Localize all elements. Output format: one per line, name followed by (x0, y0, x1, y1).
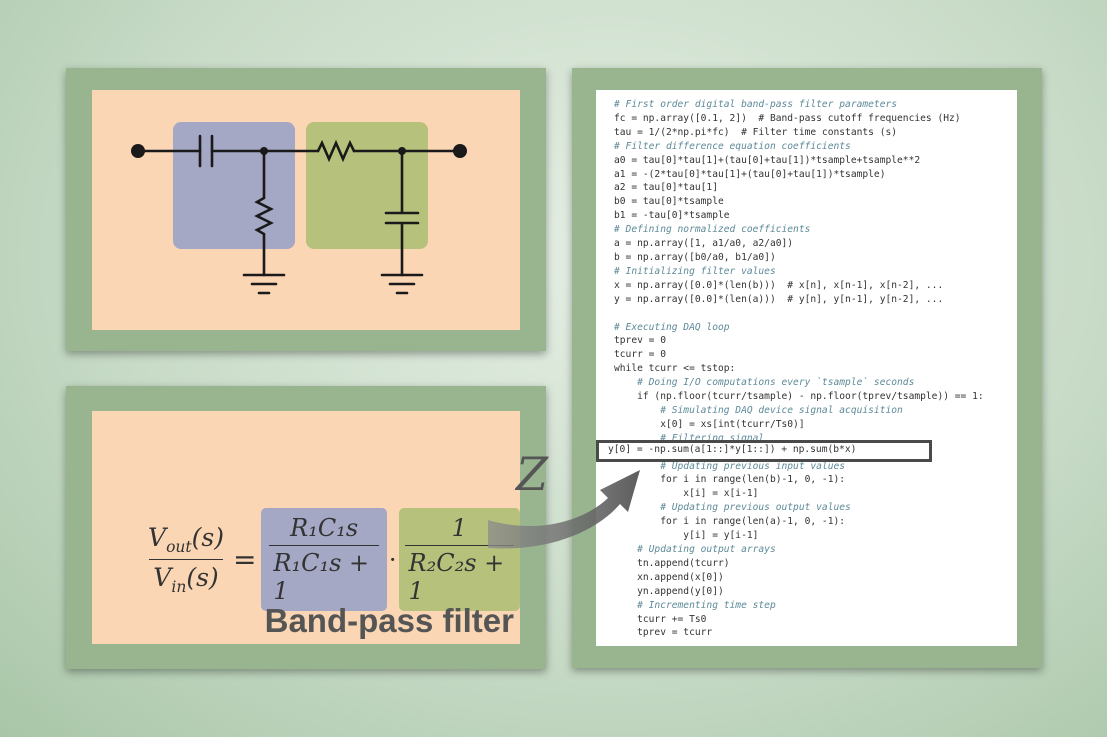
transfer-function: Vout(s) Vin(s) = R₁C₁s R₁C₁s + 1 · 1 R₂C… (144, 508, 520, 611)
highlight-box (596, 440, 932, 462)
code-line: # Simulating DAQ device signal acquisiti… (614, 404, 903, 416)
code-line: # Doing I/O computations every `tsample`… (614, 377, 915, 389)
shunt-resistor (254, 149, 274, 277)
circuit-frame (66, 68, 546, 351)
circuit-panel (92, 90, 520, 330)
junction-node-right (398, 147, 406, 155)
highpass-term: R₁C₁s R₁C₁s + 1 (261, 508, 387, 611)
code-line: fc = np.array([0.1, 2]) # Band-pass cuto… (614, 112, 961, 124)
code-line: # Updating output arrays (614, 544, 776, 555)
code-line: tcurr += Ts0 (614, 613, 707, 625)
code-line: tcurr = 0 (614, 349, 666, 361)
code-listing: # First order digital band-pass filter p… (614, 98, 984, 640)
code-line: # Initializing filter values (614, 265, 776, 277)
panel-title: Band-pass filter (264, 602, 514, 639)
ground-left (242, 273, 286, 295)
output-terminal (453, 144, 467, 158)
code-line: a1 = -(2*tau[0]*tau[1]+(tau[0]+tau[1])*t… (614, 168, 886, 180)
code-line: tprev = 0 (614, 335, 666, 347)
code-frame: # First order digital band-pass filter p… (572, 68, 1042, 668)
code-line: # Filter difference equation coefficient… (614, 140, 851, 152)
input-terminal (131, 144, 145, 158)
code-panel: # First order digital band-pass filter p… (596, 90, 1017, 646)
code-line: x[i] = x[i-1] (614, 488, 759, 500)
equation-frame: Vout(s) Vin(s) = R₁C₁s R₁C₁s + 1 · 1 R₂C… (66, 386, 546, 669)
ground-right (380, 273, 424, 295)
junction-node-left (260, 147, 268, 155)
code-line: # Incrementing time step (614, 599, 776, 611)
code-line: # First order digital band-pass filter p… (614, 99, 898, 110)
z-transform-symbol: Z (516, 447, 548, 501)
code-line: tau = 1/(2*np.pi*fc) # Filter time const… (614, 126, 898, 138)
code-line: xn.append(x[0]) (614, 571, 724, 583)
equation-panel: Vout(s) Vin(s) = R₁C₁s R₁C₁s + 1 · 1 R₂C… (92, 411, 520, 644)
code-line: y = np.array([0.0]*(len(a))) # y[n], y[n… (614, 293, 944, 305)
code-line: x = np.array([0.0]*(len(b))) # x[n], x[n… (614, 279, 944, 291)
code-line: # Updating previous output values (614, 502, 851, 514)
series-resistor (316, 139, 356, 163)
code-line: # Executing DAQ loop (614, 321, 730, 333)
code-line: x[0] = xs[int(tcurr/Ts0)] (614, 418, 805, 430)
code-line: tprev = tcurr (614, 627, 713, 639)
code-line: b = np.array([b0/a0, b1/a0]) (614, 251, 776, 263)
code-line: a = np.array([1, a1/a0, a2/a0]) (614, 238, 794, 250)
code-line: a0 = tau[0]*tau[1]+(tau[0]+tau[1])*tsamp… (614, 154, 921, 166)
equals-sign: = (232, 543, 257, 576)
multiply-dot: · (388, 545, 397, 574)
code-line: y[i] = y[i-1] (614, 530, 759, 542)
code-line: while tcurr <= tstop: (614, 363, 736, 375)
circuit-diagram (131, 122, 467, 295)
code-line: b1 = -tau[0]*tsample (614, 210, 730, 222)
lowpass-section-shade (306, 122, 428, 249)
code-line: for i in range(len(b)-1, 0, -1): (614, 474, 846, 486)
code-line: yn.append(y[0]) (614, 585, 724, 597)
code-line: tn.append(tcurr) (614, 557, 730, 569)
shunt-capacitor (384, 149, 420, 277)
code-line: # Defining normalized coefficients (614, 224, 811, 236)
code-line: a2 = tau[0]*tau[1] (614, 182, 718, 194)
code-line: # Filtering signal (614, 432, 765, 444)
highlighted-code-line: y[0] = -np.sum(a[1::]*y[1::]) + np.sum(b… (608, 444, 857, 455)
code-line: # Updating previous input values (614, 460, 846, 472)
code-line: for i in range(len(a)-1, 0, -1): (614, 516, 846, 528)
code-line: if (np.floor(tcurr/tsample) - np.floor(t… (614, 391, 984, 403)
lhs-fraction: Vout(s) Vin(s) (148, 523, 224, 596)
code-line: b0 = tau[0]*tsample (614, 196, 724, 208)
